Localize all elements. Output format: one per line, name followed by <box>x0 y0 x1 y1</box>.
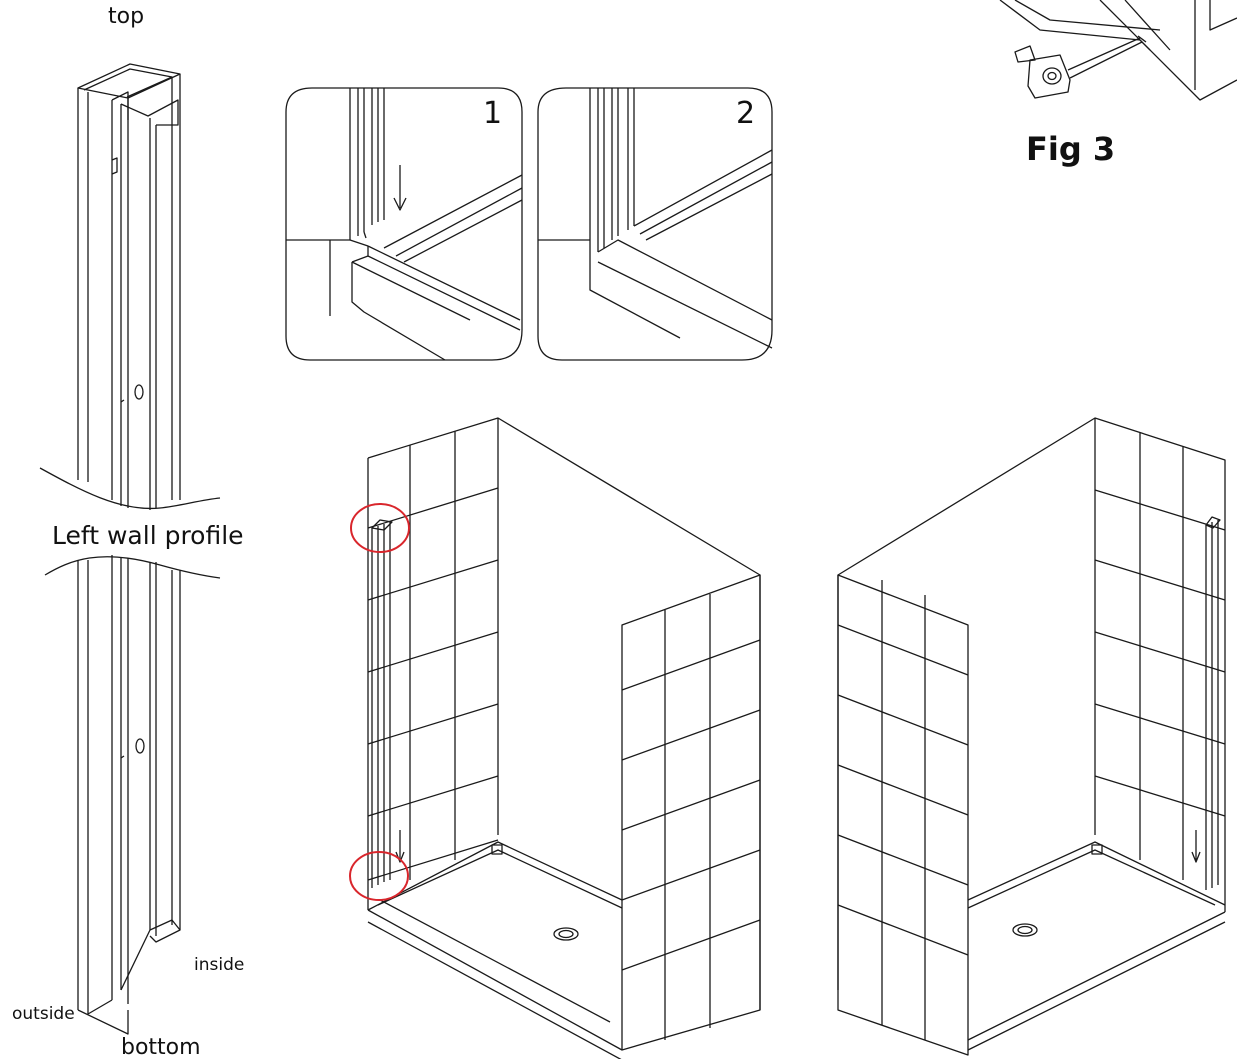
highlight-circles <box>349 503 410 901</box>
step-number-1: 1 <box>483 96 503 131</box>
profile-break-lines <box>39 467 221 579</box>
highlight-circle-top <box>350 503 410 553</box>
left-wall-profile-upper <box>77 63 181 510</box>
shower-enclosure-left <box>367 417 761 1059</box>
label-inside: inside <box>194 955 245 975</box>
inset-step-1 <box>285 87 523 361</box>
label-left-wall-profile: Left wall profile <box>52 521 244 550</box>
shower-enclosure-right <box>837 417 1226 1056</box>
fig3-measure-illustration <box>999 0 1237 101</box>
figure-caption: Fig 3 <box>1026 130 1116 168</box>
down-arrow-icon <box>393 165 407 211</box>
label-bottom: bottom <box>121 1035 201 1060</box>
inset-step-2 <box>537 87 773 361</box>
step-number-2: 2 <box>736 96 756 131</box>
left-wall-profile-lower <box>77 555 181 1035</box>
tape-measure-icon <box>1014 35 1147 99</box>
highlight-circle-bottom <box>349 851 409 901</box>
label-top: top <box>108 4 145 29</box>
label-outside: outside <box>12 1004 75 1024</box>
